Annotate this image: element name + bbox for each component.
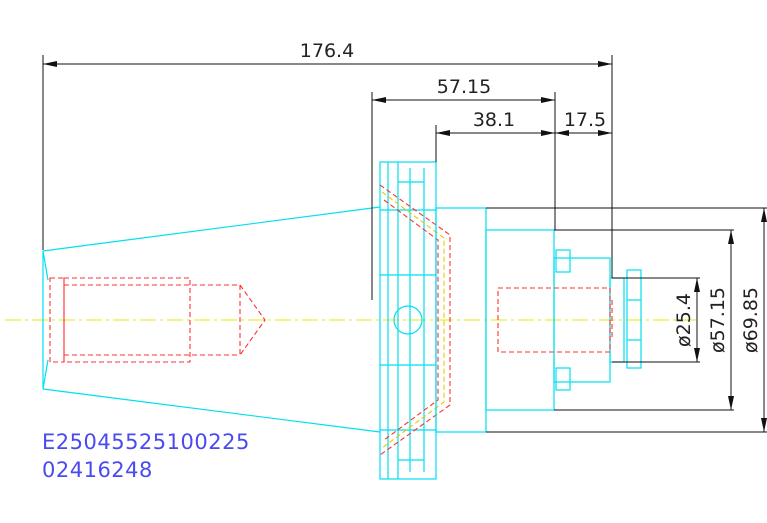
dimension-lines bbox=[42, 55, 767, 433]
hidden-bores bbox=[49, 277, 613, 363]
dim-dia-mid: ø57.15 bbox=[707, 287, 729, 353]
dim-nose-length: 17.5 bbox=[564, 109, 606, 131]
taper-shank bbox=[42, 206, 381, 433]
dim-body-length: 38.1 bbox=[473, 109, 515, 131]
part-code-line1: E25045525100225 bbox=[42, 430, 250, 454]
body bbox=[435, 207, 642, 433]
part-code-line2: 02416248 bbox=[42, 458, 153, 482]
drive-key-hole bbox=[393, 305, 423, 335]
dim-dia-large: ø69.85 bbox=[740, 287, 762, 353]
dim-dia-small: ø25.4 bbox=[673, 293, 695, 347]
dim-flange-to-end: 57.15 bbox=[437, 76, 491, 98]
dim-overall-length: 176.4 bbox=[300, 40, 354, 62]
flange bbox=[379, 161, 437, 480]
flange-chamfer-hidden bbox=[379, 184, 451, 456]
